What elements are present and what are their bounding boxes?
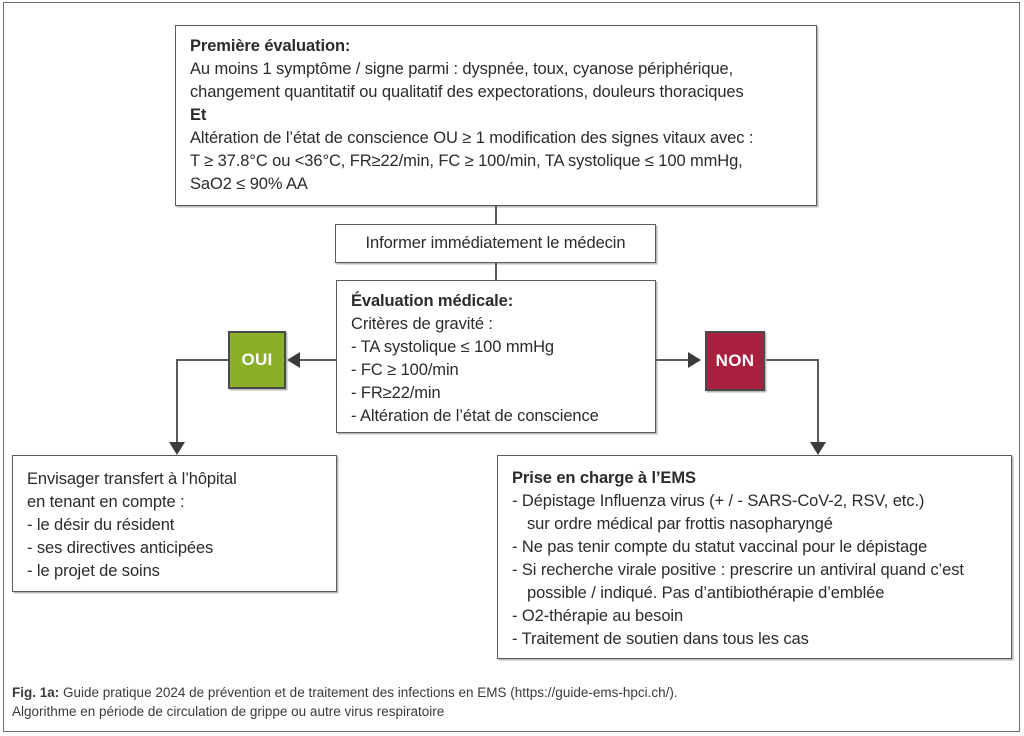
decision-chip-non-label: NON	[715, 351, 755, 370]
premiere-line-3: Altération de l’état de conscience OU ≥ …	[190, 129, 754, 147]
prise-title: Prise en charge à l’EMS	[512, 469, 696, 487]
box-informer-medecin: Informer immédiatement le médecin	[335, 224, 656, 263]
connector-evaluation-to-non	[656, 359, 688, 361]
decision-chip-oui[interactable]: OUI	[228, 331, 286, 389]
prise-item-1-cont: sur ordre médical par frottis nasopharyn…	[527, 515, 833, 533]
caption-line-1: Fig. 1a: Guide pratique 2024 de préventi…	[12, 683, 872, 702]
decision-chip-non[interactable]: NON	[705, 331, 765, 391]
caption-text-1: Guide pratique 2024 de prévention et de …	[59, 685, 678, 700]
connector-premiere-to-informer	[495, 206, 497, 225]
premiere-line-5: SaO2 ≤ 90% AA	[190, 175, 308, 193]
premiere-connector-et: Et	[190, 106, 207, 124]
premiere-title: Première évaluation:	[190, 37, 351, 55]
arrow-into-prise	[810, 442, 826, 455]
connector-informer-to-evaluation	[495, 263, 497, 281]
prise-item-5: - Traitement de soutien dans tous les ca…	[512, 630, 809, 648]
decision-chip-oui-label: OUI	[241, 350, 273, 369]
arrow-into-non	[688, 352, 701, 368]
arrow-into-oui	[287, 352, 300, 368]
prise-item-3: - Si recherche virale positive : prescri…	[512, 561, 964, 579]
box-envisager-transfert: Envisager transfert à l’hôpital en tenan…	[12, 455, 337, 592]
arrow-into-transfert	[169, 442, 185, 455]
premiere-line-2: changement quantitatif ou qualitatif des…	[190, 83, 744, 101]
box-premiere-evaluation: Première évaluation: Au moins 1 symptôme…	[175, 25, 817, 206]
figure-outer-frame	[3, 2, 1020, 732]
evaluation-item-2: - FC ≥ 100/min	[351, 361, 459, 379]
figure-caption: Fig. 1a: Guide pratique 2024 de préventi…	[12, 683, 872, 721]
prise-item-4: - O2-thérapie au besoin	[512, 607, 684, 625]
box-prise-en-charge-ems: Prise en charge à l’EMS - Dépistage Infl…	[497, 455, 1012, 659]
transfert-item-3: - le projet de soins	[27, 562, 160, 580]
transfert-item-1: - le désir du résident	[27, 516, 175, 534]
prise-item-2: - Ne pas tenir compte du statut vaccinal…	[512, 538, 928, 556]
evaluation-item-3: - FR≥22/min	[351, 384, 441, 402]
transfert-line-2: en tenant en compte :	[27, 493, 185, 511]
connector-non-out	[764, 359, 819, 361]
caption-fig-label: Fig. 1a:	[12, 685, 60, 700]
evaluation-subtitle: Critères de gravité :	[351, 315, 493, 333]
transfert-item-2: - ses directives anticipées	[27, 539, 214, 557]
connector-oui-out	[176, 359, 229, 361]
informer-label: Informer immédiatement le médecin	[365, 234, 626, 252]
prise-item-1: - Dépistage Influenza virus (+ / - SARS-…	[512, 492, 925, 510]
prise-item-3-cont: possible / indiqué. Pas d’antibiothérapi…	[527, 584, 885, 602]
box-evaluation-medicale: Évaluation médicale: Critères de gravité…	[336, 280, 656, 433]
connector-evaluation-to-oui	[300, 359, 336, 361]
premiere-line-4: T ≥ 37.8°C ou <36°C, FR≥22/min, FC ≥ 100…	[190, 152, 743, 170]
connector-oui-down	[176, 359, 178, 443]
transfert-line-1: Envisager transfert à l’hôpital	[27, 470, 237, 488]
evaluation-item-4: - Altération de l’état de conscience	[351, 407, 599, 425]
evaluation-item-1: - TA systolique ≤ 100 mmHg	[351, 338, 555, 356]
connector-non-down	[817, 359, 819, 443]
premiere-line-1: Au moins 1 symptôme / signe parmi : dysp…	[190, 60, 734, 78]
evaluation-title: Évaluation médicale:	[351, 292, 514, 310]
caption-line-2: Algorithme en période de circulation de …	[12, 704, 445, 719]
